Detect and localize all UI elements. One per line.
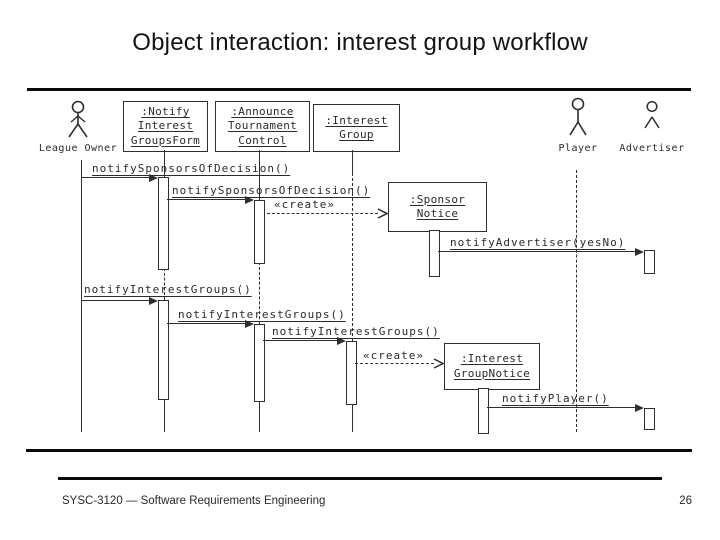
message-label-notify-player: notifyPlayer() (502, 392, 609, 405)
activation-sponsor-notice (429, 230, 440, 277)
title-rule (27, 88, 691, 91)
lifeline-interest-group (352, 173, 353, 341)
message-arrowhead-icon (149, 173, 158, 182)
create-arrowhead-icon (377, 208, 388, 219)
object-box-announce-tournament-control: :Announce Tournament Control (215, 101, 310, 152)
message-line (438, 251, 637, 252)
message-line (487, 407, 636, 408)
object-label-line: Interest (137, 119, 194, 133)
activation-control-2 (254, 324, 265, 402)
slide-title: Object interaction: interest group workf… (132, 29, 588, 56)
lifeline-player (576, 170, 577, 432)
activation-interest-group (346, 341, 357, 405)
lifeline-control (259, 400, 260, 432)
actor-figure-league-owner (58, 99, 98, 146)
activation-form-1 (158, 177, 169, 270)
activation-advertiser-2 (644, 408, 655, 430)
actor-label-player: Player (558, 143, 598, 154)
lifeline-form (164, 150, 165, 177)
message-arrowhead-icon (635, 403, 644, 412)
stick-figure-icon (644, 100, 660, 129)
object-label-line: :Announce (231, 105, 294, 119)
object-box-interest-group-notice: :Interest GroupNotice (444, 343, 540, 390)
message-arrowhead-icon (149, 296, 158, 305)
footer-rule-inner (58, 477, 662, 480)
object-box-notify-interest-groups-form: :Notify Interest GroupsForm (123, 101, 208, 152)
stick-figure-icon (569, 97, 587, 136)
actor-label-league-owner: League Owner (38, 143, 118, 154)
message-arrowhead-icon (245, 319, 254, 328)
message-line (82, 177, 150, 178)
object-label-line: :Sponsor (409, 192, 466, 206)
message-line (263, 340, 338, 341)
lifeline-control (259, 262, 260, 324)
message-arrowhead-icon (337, 336, 346, 345)
message-label-create-ig-notice: «create» (363, 349, 424, 362)
object-label-line: :Interest (325, 113, 388, 127)
create-arrowhead-icon (433, 358, 444, 369)
object-label-line: :Interest (460, 352, 524, 366)
message-label-notify-sponsors-1: notifySponsorsOfDecision() (92, 162, 291, 175)
object-label-line: Group (339, 128, 374, 141)
message-label-notify-interest-groups-3: notifyInterestGroups() (272, 325, 440, 338)
object-label-line: GroupsForm (130, 133, 201, 147)
object-label-line: Tournament (227, 119, 298, 133)
actor-figure-player (558, 96, 598, 145)
message-label-notify-advertiser: notifyAdvertiser(yesNo) (450, 236, 626, 249)
footer-course: SYSC-3120 — Software Requirements Engine… (62, 495, 326, 507)
create-message-line (267, 213, 378, 214)
footer-page-number: 26 (679, 495, 692, 507)
stick-figure-icon (68, 100, 88, 138)
activation-form-2 (158, 300, 169, 400)
message-label-create-sponsor: «create» (274, 198, 335, 211)
activation-interest-group-notice (478, 388, 489, 434)
message-line (82, 300, 150, 301)
lifeline-interest-group (352, 150, 353, 173)
object-label-line: Notice (416, 207, 459, 220)
object-label-line: :Notify (141, 105, 190, 119)
activation-control-1 (254, 200, 265, 264)
lifeline-form (164, 398, 165, 432)
object-box-sponsor-notice: :Sponsor Notice (388, 182, 487, 232)
object-label-line: GroupNotice (453, 366, 531, 380)
lifeline-interest-group (352, 403, 353, 432)
message-arrowhead-icon (635, 247, 644, 256)
message-arrowhead-icon (245, 195, 254, 204)
message-label-notify-interest-groups-1: notifyInterestGroups() (84, 283, 252, 296)
footer-rule-outer (26, 449, 692, 452)
lifeline-league-owner (81, 160, 82, 432)
create-message-line (355, 363, 434, 364)
message-label-notify-sponsors-2: notifySponsorsOfDecision() (172, 184, 371, 197)
activation-advertiser-1 (644, 250, 655, 274)
actor-label-advertiser: Advertiser (619, 143, 685, 154)
lifeline-form (164, 268, 165, 300)
object-box-interest-group: :Interest Group (313, 104, 400, 152)
lifeline-control (259, 150, 260, 200)
object-label-line: Control (238, 133, 287, 147)
message-label-notify-interest-groups-2: notifyInterestGroups() (178, 308, 346, 321)
actor-figure-advertiser (636, 100, 668, 143)
message-line (167, 199, 246, 200)
message-line (167, 323, 246, 324)
